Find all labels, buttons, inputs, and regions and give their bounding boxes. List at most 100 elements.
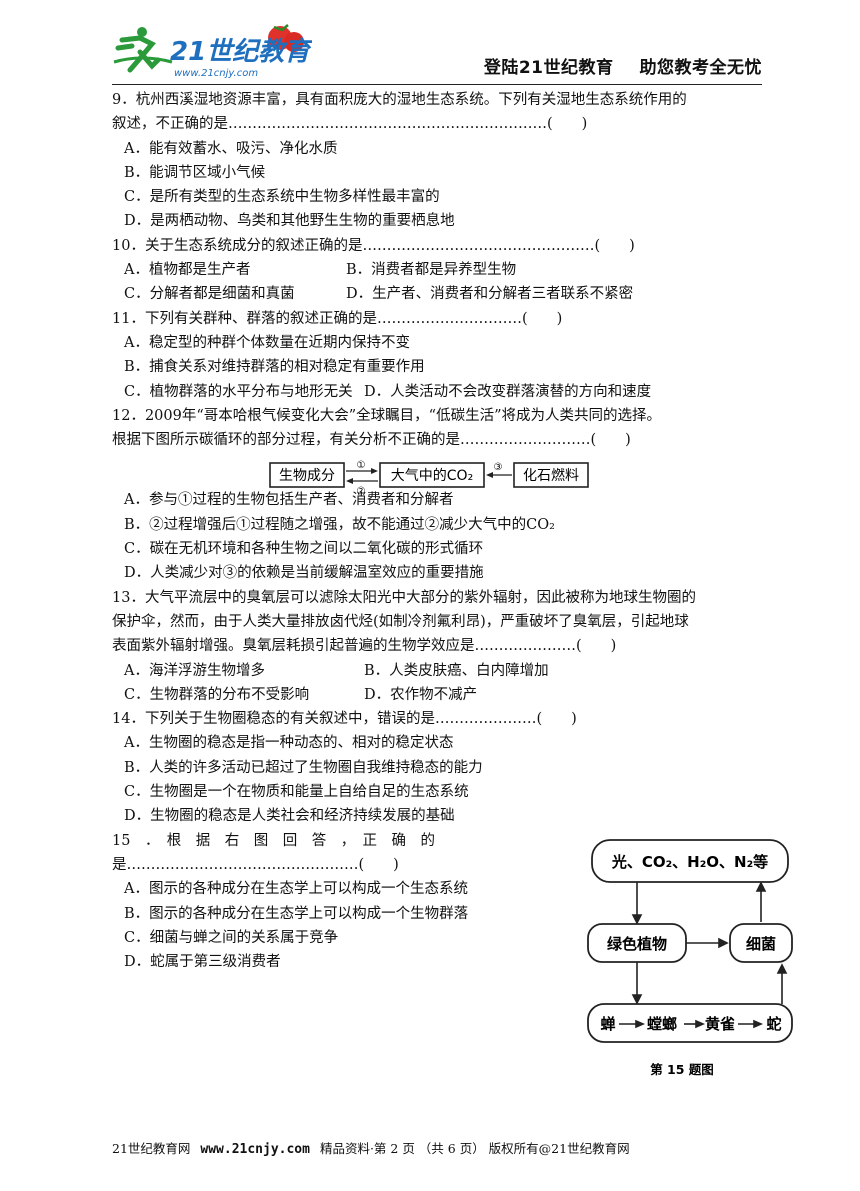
- question-stem-line: 9．杭州西溪湿地资源丰富，具有面积庞大的湿地生态系统。下列有关湿地生态系统作用的: [112, 92, 687, 108]
- option-choice[interactable]: B．能调节区域小气候: [124, 164, 266, 181]
- question-stem-line: 保护伞，然而，由于人类大量排放卤代烃(如制冷剂氟利昂)，严重破坏了臭氧层，引起地…: [112, 613, 689, 630]
- option-row: B．人类的许多活动已超过了生物圈自我维持稳态的能力: [112, 756, 762, 780]
- option-choice[interactable]: B．人类的许多活动已超过了生物圈自我维持稳态的能力: [124, 759, 483, 776]
- question-stem-line: 14．下列关于生物圈稳态的有关叙述中，错误的是…………………( ): [112, 711, 577, 728]
- question-stem-line: 12．2009年“哥本哈根气候变化大会”全球瞩目，“低碳生活”将成为人类共同的选…: [112, 407, 662, 424]
- option-choice[interactable]: A．能有效蓄水、吸污、净化水质: [124, 140, 338, 157]
- logo: 21世纪教育 www.21cnjy.com: [113, 24, 312, 79]
- option-choice[interactable]: B．②过程增强后①过程随之增强，故不能通过②减少大气中的CO₂: [124, 516, 555, 533]
- footer-text: 精品资料·第 2 页 （共 6 页） 版权所有@21世纪教育网: [319, 1141, 630, 1156]
- header-slogan: 登陆21世纪教育助您教考全无忧: [458, 53, 762, 78]
- box-abiotic: [591, 839, 789, 883]
- option-choice[interactable]: A．生物圈的稳态是指一种动态的、相对的稳定状态: [124, 735, 454, 752]
- footer-site: 21世纪教育网: [112, 1141, 191, 1156]
- option-row: D．蛇属于第三级消费者: [112, 950, 762, 974]
- option-choice[interactable]: D．生产者、消费者和分解者三者联系不紧密: [346, 286, 634, 303]
- option-choice[interactable]: D．人类活动不会改变群落演替的方向和速度: [364, 383, 652, 400]
- question-stem-line: 叙述，不正确的是…………………………………………………………( ): [112, 116, 588, 133]
- page-header: 21世纪教育 www.21cnjy.com 登陆21世纪教育助您教考全无忧: [112, 18, 762, 84]
- option-row: C．生物群落的分布不受影响 D．农作物不减产: [112, 683, 762, 707]
- box-bacteria: [729, 923, 793, 963]
- slogan-part-1: 登陆21世纪教育: [483, 58, 614, 78]
- question-12: 12．2009年“哥本哈根气候变化大会”全球瞩目，“低碳生活”将成为人类共同的选…: [112, 404, 762, 586]
- question-11: 11．下列有关群种、群落的叙述正确的是…………………………( ) A．稳定型的种群…: [112, 307, 762, 404]
- question-9: 9．杭州西溪湿地资源丰富，具有面积庞大的湿地生态系统。下列有关湿地生态系统作用的…: [112, 88, 762, 234]
- header-divider: [112, 84, 762, 85]
- tomato-icon: [268, 24, 304, 52]
- chain-cicada: 蝉: [600, 1015, 615, 1033]
- box-plant-label: 绿色植物: [607, 935, 667, 953]
- option-choice[interactable]: C．植物群落的水平分布与地形无关: [124, 383, 353, 400]
- option-row: A．植物都是生产者 B．消费者都是异养型生物: [112, 258, 762, 282]
- box-atmosphere: [379, 462, 485, 488]
- option-choice[interactable]: D．生物圈的稳态是人类社会和经济持续发展的基础: [124, 808, 455, 825]
- question-stem-line: 11．下列有关群种、群落的叙述正确的是…………………………( ): [112, 310, 563, 327]
- option-choice[interactable]: B．捕食关系对维持群落的相对稳定有重要作用: [124, 359, 425, 376]
- option-row: C．生物圈是一个在物质和能量上自给自足的生态系统: [112, 780, 762, 804]
- option-choice[interactable]: D．农作物不减产: [364, 686, 478, 703]
- option-choice[interactable]: C．生物群落的分布不受影响: [124, 686, 310, 703]
- running-figure-icon: [113, 27, 173, 73]
- footer-url[interactable]: www.21cnjy.com: [200, 1142, 310, 1157]
- option-row: B．图示的各种成分在生态学上可以构成一个生物群落: [112, 902, 762, 926]
- option-row: C．植物群落的水平分布与地形无关 D．人类活动不会改变群落演替的方向和速度: [112, 380, 762, 404]
- option-row: C．分解者都是细菌和真菌 D．生产者、消费者和分解者三者联系不紧密: [112, 282, 762, 306]
- option-row: D．生物圈的稳态是人类社会和经济持续发展的基础: [112, 804, 762, 828]
- option-choice[interactable]: A．参与①过程的生物包括生产者、消费者和分解者: [124, 492, 454, 509]
- box-bacteria-label: 细菌: [746, 935, 776, 953]
- arrow-1-label: ①: [357, 460, 366, 471]
- option-choice[interactable]: C．生物圈是一个在物质和能量上自给自足的生态系统: [124, 784, 469, 801]
- chain-snake: 蛇: [766, 1015, 781, 1033]
- option-choice[interactable]: B．人类皮肤癌、白内障增加: [364, 662, 549, 679]
- option-row: A．能有效蓄水、吸污、净化水质: [112, 137, 762, 161]
- arrow-2-label: ②: [357, 486, 366, 497]
- question-stem-line: 13．大气平流层中的臭氧层可以滤除太阳光中大部分的紫外辐射，因此被称为地球生物圈…: [112, 589, 696, 606]
- option-row: C．细菌与蝉之间的关系属于竞争: [112, 926, 762, 950]
- option-row: C．是所有类型的生态系统中生物多样性最丰富的: [112, 185, 762, 209]
- option-row: A．生物圈的稳态是指一种动态的、相对的稳定状态: [112, 731, 762, 755]
- option-row: B．能调节区域小气候: [112, 161, 762, 185]
- svg-text:21世纪教育: 21世纪教育: [170, 37, 312, 67]
- question-13: 13．大气平流层中的臭氧层可以滤除太阳光中大部分的紫外辐射，因此被称为地球生物圈…: [112, 586, 762, 707]
- option-choice[interactable]: A．海洋浮游生物增多: [124, 662, 265, 679]
- option-choice[interactable]: D．蛇属于第三级消费者: [124, 954, 281, 971]
- option-choice[interactable]: C．是所有类型的生态系统中生物多样性最丰富的: [124, 189, 440, 206]
- option-choice[interactable]: A．图示的各种成分在生态学上可以构成一个生态系统: [124, 881, 468, 898]
- option-choice[interactable]: A．稳定型的种群个体数量在近期内保持不变: [124, 334, 410, 351]
- option-row: A．海洋浮游生物增多 B．人类皮肤癌、白内障增加: [112, 659, 762, 683]
- chain-sparrow: 黄雀: [705, 1015, 735, 1033]
- question-14: 14．下列关于生物圈稳态的有关叙述中，错误的是…………………( ) A．生物圈的稳…: [112, 707, 762, 828]
- option-row: A．稳定型的种群个体数量在近期内保持不变: [112, 331, 762, 355]
- option-row: C．碳在无机环境和各种生物之间以二氧化碳的形式循环: [112, 537, 762, 561]
- option-choice[interactable]: C．细菌与蝉之间的关系属于竞争: [124, 929, 339, 946]
- question-list: 9．杭州西溪湿地资源丰富，具有面积庞大的湿地生态系统。下列有关湿地生态系统作用的…: [112, 88, 762, 974]
- food-web-diagram: 光、CO₂、H₂O、N₂等 绿色植物 细菌 蝉 螳螂 黄雀 蛇 第 15 题图: [587, 839, 793, 1077]
- page-footer: 21世纪教育网 www.21cnjy.com 精品资料·第 2 页 （共 6 页…: [112, 1138, 762, 1157]
- question-stem-line: 根据下图所示碳循环的部分过程，有关分析不正确的是………………………( ): [112, 432, 631, 449]
- option-choice[interactable]: D．是两栖动物、鸟类和其他野生生物的重要栖息地: [124, 213, 455, 230]
- option-row: B．②过程增强后①过程随之增强，故不能通过②减少大气中的CO₂: [112, 513, 762, 537]
- option-choice[interactable]: C．碳在无机环境和各种生物之间以二氧化碳的形式循环: [124, 541, 484, 558]
- figure-caption: 第 15 题图: [650, 1062, 714, 1077]
- box-abiotic-label: 光、CO₂、H₂O、N₂等: [611, 853, 768, 871]
- option-choice[interactable]: D．人类减少对③的依赖是当前缓解温室效应的重要措施: [124, 565, 484, 582]
- option-choice[interactable]: B．图示的各种成分在生态学上可以构成一个生物群落: [124, 905, 469, 922]
- question-10: 10．关于生态系统成分的叙述正确的是…………………………………………( ) A．植…: [112, 234, 762, 307]
- carbon-cycle-diagram: 生物成分 大气中的CO₂ 化石燃料 ① ② ③: [269, 460, 589, 497]
- option-choice[interactable]: C．分解者都是细菌和真菌: [124, 286, 295, 303]
- option-choice[interactable]: A．植物都是生产者: [124, 262, 251, 279]
- question-15: 15 ． 根 据 右 图 回 答 ， 正 确 的是…………………………………………: [112, 829, 762, 975]
- box-fossil: [513, 462, 589, 488]
- question-stem-line: 15 ． 根 据 右 图 回 答 ， 正 确 的: [112, 832, 435, 849]
- box-atmosphere-label: 大气中的CO₂: [391, 468, 473, 484]
- question-stem-line: 表面紫外辐射增强。臭氧层耗损引起普遍的生物学效应是…………………( ): [112, 638, 617, 655]
- option-choice[interactable]: B．消费者都是异养型生物: [346, 262, 517, 279]
- question-stem-line: 10．关于生态系统成分的叙述正确的是…………………………………………( ): [112, 237, 635, 254]
- box-food-chain: [587, 1003, 793, 1043]
- question-stem-line: 是…………………………………………( ): [112, 856, 399, 873]
- box-fossil-label: 化石燃料: [523, 467, 579, 484]
- chain-mantis: 螳螂: [647, 1015, 677, 1033]
- option-row: B．捕食关系对维持群落的相对稳定有重要作用: [112, 355, 762, 379]
- option-row: D．人类减少对③的依赖是当前缓解温室效应的重要措施: [112, 561, 762, 585]
